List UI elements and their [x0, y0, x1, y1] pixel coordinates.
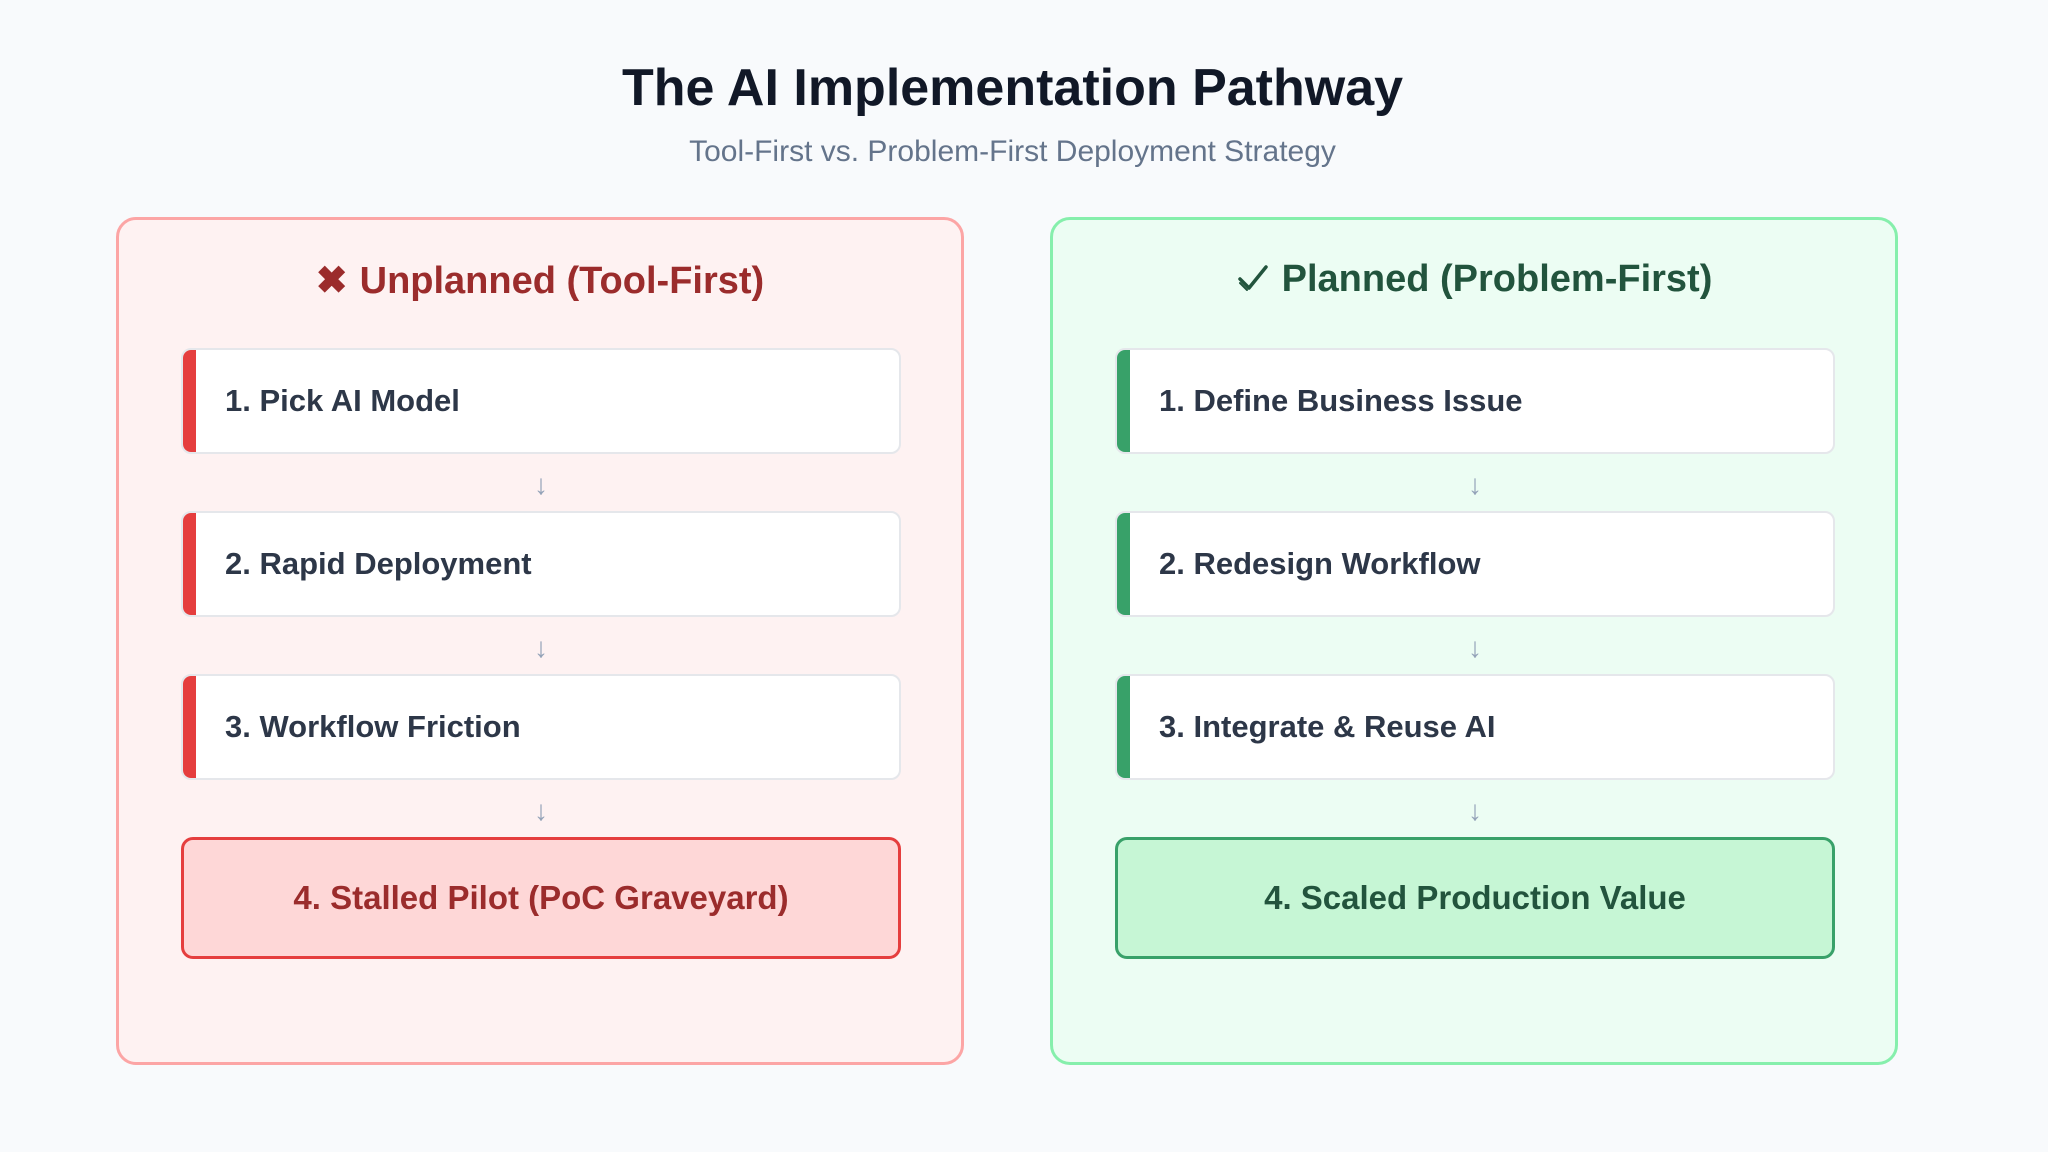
- down-arrow-icon: ↓: [1468, 469, 1482, 500]
- planned-step-1: 1. Define Business Issue: [1115, 348, 1835, 454]
- step-accent-bar: [1117, 350, 1130, 452]
- step-accent-bar: [183, 513, 196, 615]
- down-arrow-icon: ↓: [1468, 795, 1482, 826]
- unplanned-heading-label: Unplanned (Tool-First): [359, 260, 765, 302]
- planned-outcome: 4. Scaled Production Value: [1115, 837, 1835, 959]
- step-label: 2. Rapid Deployment: [225, 546, 532, 581]
- unplanned-outcome: 4. Stalled Pilot (PoC Graveyard): [181, 837, 901, 959]
- page-title: The AI Implementation Pathway: [621, 59, 1404, 117]
- down-arrow-icon: ↓: [534, 632, 548, 663]
- unplanned-panel-heading: ✖ Unplanned (Tool-First): [119, 258, 961, 303]
- planned-panel-heading: Planned (Problem-First): [1053, 258, 1895, 301]
- step-accent-bar: [1117, 676, 1130, 778]
- planned-step-3: 3. Integrate & Reuse AI: [1115, 674, 1835, 780]
- step-accent-bar: [183, 676, 196, 778]
- planned-panel: Planned (Problem-First) 1. Define Busine…: [1050, 217, 1898, 1065]
- unplanned-step-3: 3. Workflow Friction: [181, 674, 901, 780]
- cross-mark-icon: ✖: [315, 260, 348, 302]
- check-mark-icon: [1236, 258, 1270, 301]
- step-label: 3. Workflow Friction: [225, 709, 521, 744]
- unplanned-step-2: 2. Rapid Deployment: [181, 511, 901, 617]
- planned-heading-label: Planned (Problem-First): [1281, 258, 1713, 300]
- step-label: 1. Pick AI Model: [225, 383, 460, 418]
- down-arrow-icon: ↓: [534, 795, 548, 826]
- step-accent-bar: [1117, 513, 1130, 615]
- unplanned-step-1: 1. Pick AI Model: [181, 348, 901, 454]
- down-arrow-icon: ↓: [534, 469, 548, 500]
- planned-step-2: 2. Redesign Workflow: [1115, 511, 1835, 617]
- step-accent-bar: [183, 350, 196, 452]
- unplanned-panel: ✖ Unplanned (Tool-First) 1. Pick AI Model…: [116, 217, 964, 1065]
- step-label: 2. Redesign Workflow: [1159, 546, 1481, 581]
- down-arrow-icon: ↓: [1468, 632, 1482, 663]
- step-label: 1. Define Business Issue: [1159, 383, 1523, 418]
- step-label: 3. Integrate & Reuse AI: [1159, 709, 1496, 744]
- page-subtitle: Tool-First vs. Problem-First Deployment …: [689, 135, 1336, 168]
